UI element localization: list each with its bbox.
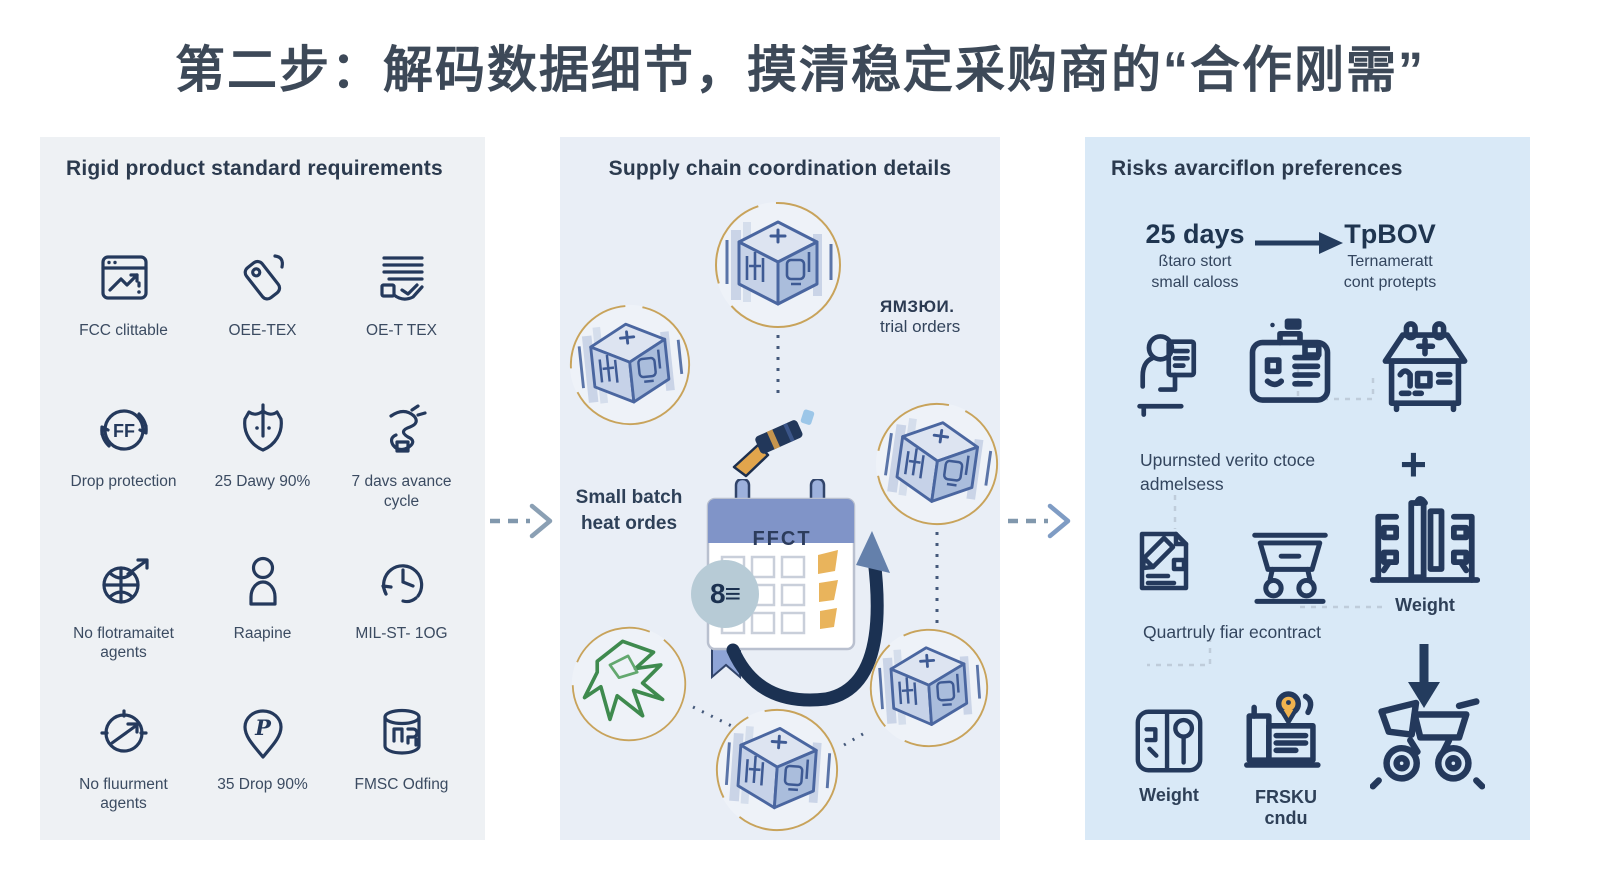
certificate-icon — [100, 255, 148, 300]
page-title: 第二步：解码数据细节，摸清稳定采购商的“合作刚需” — [175, 42, 1425, 98]
terms-title: TpBOV — [1344, 219, 1436, 249]
terms-block: TpBOV Ternameratt cont protepts — [1310, 219, 1470, 294]
calendar-month-label: FFCT — [752, 528, 812, 550]
scribble-icon — [388, 404, 427, 453]
shield-icon — [242, 403, 283, 452]
spec-item: Raapine — [193, 532, 332, 683]
lead-time-block: 25 days ßtaro stort small caloss — [1115, 219, 1275, 294]
spec-item-label: MIL-ST- 1OG — [355, 624, 448, 642]
spec-item-label: Raapine — [233, 624, 292, 642]
cart-icon — [1252, 532, 1328, 604]
spec-grid: FCC clittable OEE-TEX OE-T TEX FF — [54, 229, 471, 834]
lead-time-title: 25 days — [1145, 219, 1245, 249]
spec-item: No fluurment agents — [54, 683, 193, 834]
spec-item-label: FMSC Odfing — [354, 775, 449, 793]
spec-item-label: OEE-TEX — [228, 322, 297, 339]
green-parcel-icon — [570, 625, 688, 743]
clock-rotation-icon — [380, 563, 423, 603]
spec-item-label: No flotramaitet agents — [73, 624, 174, 661]
verified-caption: Upurnsted verito ctoce admelsess — [1140, 450, 1316, 494]
middle-panel: Supply chain coordination details ЯМЗЮИ.… — [560, 137, 1000, 840]
middle-panel-heading: Supply chain coordination details — [608, 157, 952, 180]
sku-label: FRSKU cndu — [1255, 787, 1317, 828]
package-badge-bottom-icon — [714, 707, 840, 833]
spec-item: FCC clittable — [54, 229, 193, 380]
svg-text:P: P — [254, 715, 272, 740]
spec-item: OE-T TEX — [332, 229, 471, 380]
factory-badge-icon — [568, 303, 692, 427]
compass-arrow-icon — [99, 709, 148, 753]
pin-p-icon: P — [242, 709, 283, 759]
contract-caption: Quartruly fiar econtract — [1143, 622, 1321, 642]
down-arrow-icon — [1408, 644, 1440, 708]
right-arrow-icon — [1255, 232, 1343, 254]
lead-time-subtitle: ßtaro stort small caloss — [1151, 253, 1239, 291]
wagon-icon — [1370, 698, 1485, 790]
spec-item: No flotramaitet agents — [54, 532, 193, 683]
spec-item-label: Drop protection — [70, 473, 177, 491]
svg-text:FF: FF — [113, 421, 135, 441]
small-batch-label: Small batch heat ordes — [575, 487, 683, 534]
weight-machine-label: Weight — [1395, 595, 1455, 615]
scale-icon — [1135, 709, 1203, 773]
sku-doc-pin-icon — [1244, 691, 1321, 768]
spec-item-label: FCC clittable — [79, 322, 168, 339]
tag-icon — [243, 254, 284, 301]
contract-doc-icon — [1139, 531, 1189, 591]
spec-item: MIL-ST- 1OG — [332, 532, 471, 683]
flow-arrow-icon — [490, 503, 553, 539]
ff-rotation-icon: FF — [99, 409, 148, 451]
right-panel: Risks avarciflon preferences 25 days ßta… — [1085, 137, 1530, 840]
person-icon — [248, 556, 277, 606]
weight-machine-icon — [1370, 496, 1480, 583]
spec-item-label: OE-T TEX — [366, 322, 437, 339]
brand-label: ЯМЗЮИ. trial orders — [880, 297, 960, 337]
spec-item: 25 Dawy 90% — [193, 380, 332, 531]
flow-connectors — [692, 335, 939, 747]
spec-item: FF Drop protection — [54, 380, 193, 531]
package-badge-right2-icon — [868, 627, 990, 749]
spec-item: OEE-TEX — [193, 229, 332, 380]
gavel-icon — [732, 409, 815, 478]
left-panel: Rigid product standard requirements FCC … — [40, 137, 485, 840]
left-panel-heading: Rigid product standard requirements — [66, 157, 443, 180]
person-review-icon — [1137, 334, 1197, 417]
cycle-arrow-icon — [726, 531, 890, 707]
flow-arrow-icon — [1008, 503, 1071, 539]
spec-item-label: 35 Drop 90% — [217, 775, 308, 793]
right-panel-heading: Risks avarciflon preferences — [1111, 157, 1403, 180]
globe-arrow-icon — [101, 557, 149, 604]
brand-name: ЯМЗЮИ. — [880, 297, 955, 316]
spec-item-label: 7 davs avance cycle — [351, 473, 452, 510]
plus-icon: + — [1400, 438, 1427, 490]
spec-item: 7 davs avance cycle — [332, 380, 471, 531]
hand-document-icon — [379, 256, 424, 301]
trial-orders-label: trial orders — [880, 317, 961, 336]
spec-item: FMSC Odfing — [332, 683, 471, 834]
spec-item-label: No fluurment agents — [79, 775, 168, 813]
database-icon — [382, 708, 421, 755]
batch-count-badge: 8≡ — [691, 560, 759, 628]
package-badge-top-icon — [715, 202, 841, 328]
scale-label: Weight — [1139, 785, 1199, 805]
terms-subtitle: Ternameratt cont protepts — [1343, 253, 1437, 291]
id-badge-icon — [1249, 318, 1331, 403]
calendar-house-icon — [1382, 321, 1468, 413]
spec-item: P 35 Drop 90% — [193, 683, 332, 834]
spec-item-label: 25 Dawy 90% — [214, 473, 311, 491]
package-badge-right-icon — [874, 401, 1000, 527]
